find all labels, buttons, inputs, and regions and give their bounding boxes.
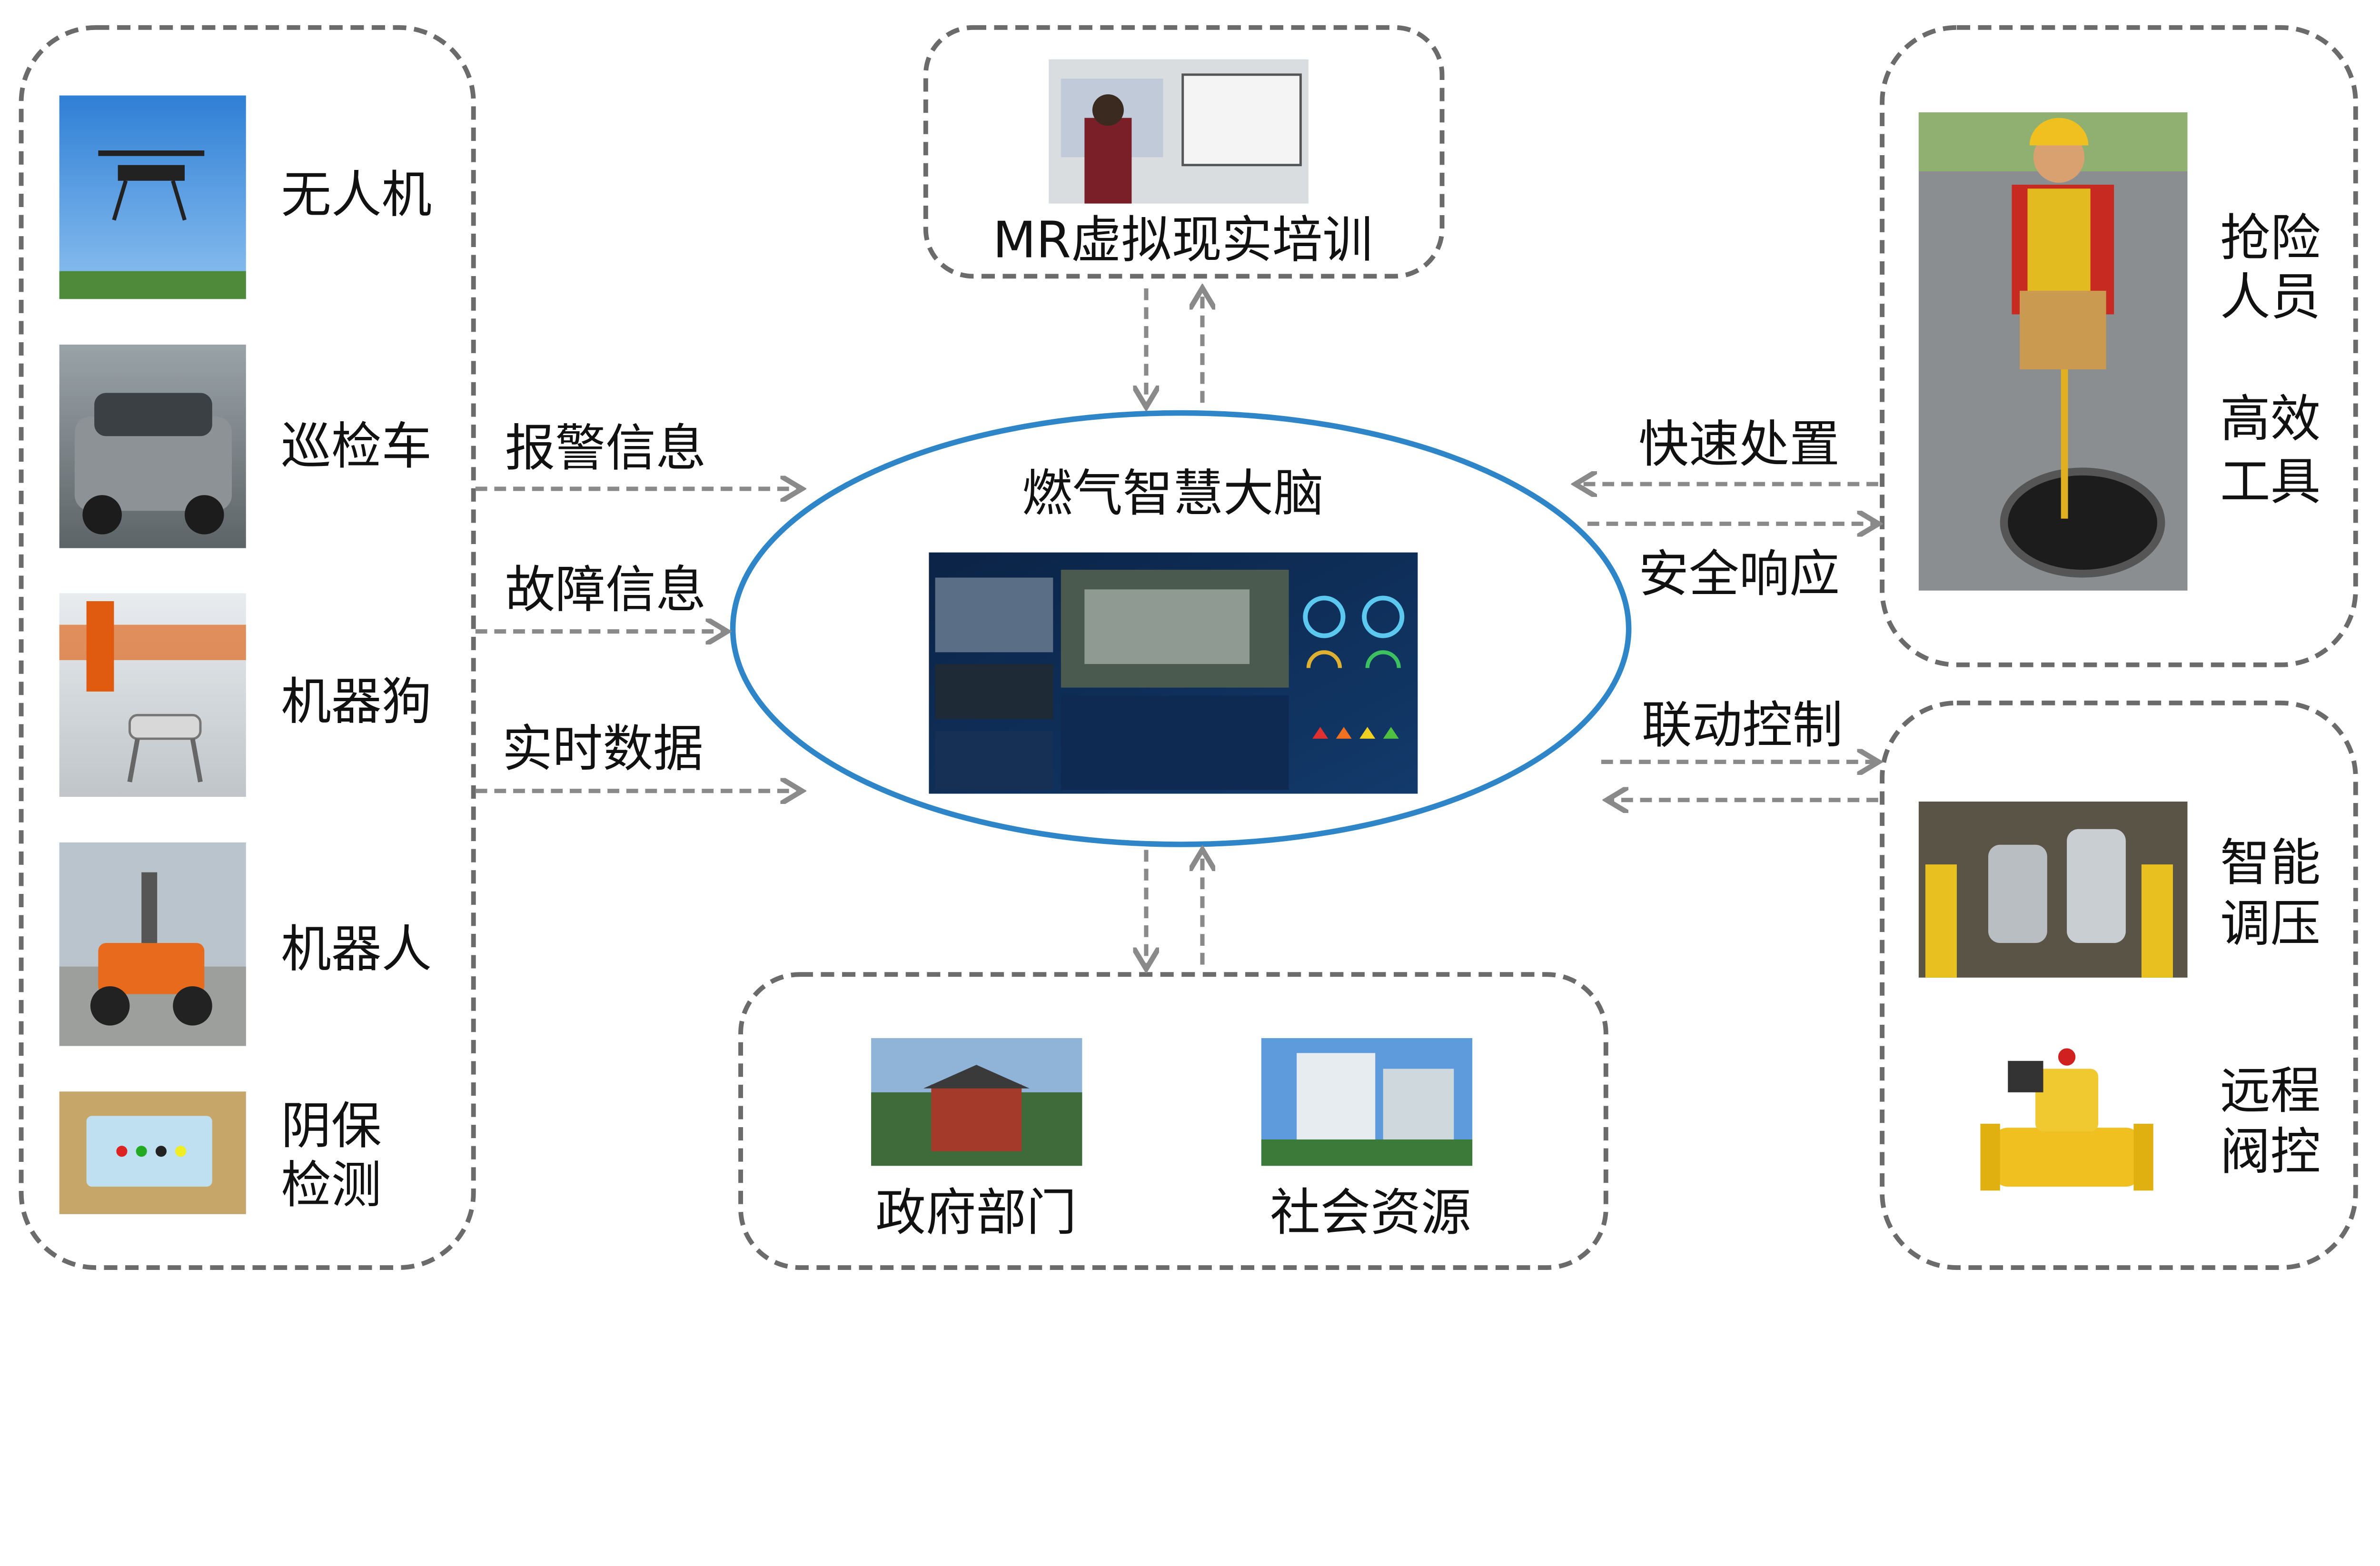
left-device-group bbox=[19, 25, 476, 1270]
device-label-drone: 无人机 bbox=[281, 166, 432, 224]
right-label-valve-2: 阀控 bbox=[2220, 1122, 2320, 1181]
robot-photo bbox=[59, 842, 246, 1046]
robot-dog-photo bbox=[59, 593, 246, 797]
flow-label-linkage-control: 联动控制 bbox=[1642, 696, 1843, 754]
device-label-cp-line1: 阴保 bbox=[281, 1097, 381, 1155]
device-label-robot: 机器人 bbox=[281, 920, 432, 979]
right-top-group bbox=[1880, 25, 2358, 667]
right-label-tool-1: 高效 bbox=[2220, 389, 2320, 448]
bottom-group bbox=[738, 972, 1608, 1270]
inspection-car-photo bbox=[59, 344, 246, 548]
cathodic-protection-box-photo bbox=[59, 1091, 246, 1214]
right-label-crew-1: 抢险 bbox=[2220, 209, 2320, 268]
center-title: 燃气智慧大脑 bbox=[1022, 464, 1324, 523]
remote-valve-photo bbox=[1980, 1048, 2153, 1191]
bottom-label-social: 社会资源 bbox=[1270, 1183, 1471, 1242]
top-training-group bbox=[923, 25, 1445, 279]
gas-smart-brain-diagram: 燃气智慧大脑 无人机 巡检车 机器狗 机器人 阴保 检测 报警信息 故障信息 实… bbox=[19, 25, 2358, 1270]
center-ellipse bbox=[730, 410, 1632, 847]
hospital-building-photo bbox=[1261, 1038, 1473, 1166]
right-label-regulate-2: 调压 bbox=[2220, 894, 2320, 953]
flow-label-fast-disposal: 快速处置 bbox=[1638, 415, 1840, 474]
right-label-tool-2: 工具 bbox=[2220, 452, 2320, 511]
government-building-photo bbox=[871, 1038, 1082, 1166]
drone-photo bbox=[59, 95, 246, 299]
device-label-robot-dog: 机器狗 bbox=[281, 673, 432, 731]
right-label-valve-1: 远程 bbox=[2220, 1061, 2320, 1120]
top-label: MR虚拟现实培训 bbox=[992, 211, 1373, 269]
flow-label-safety-response: 安全响应 bbox=[1638, 545, 1840, 603]
dashboard-screenshot bbox=[929, 552, 1418, 794]
mr-training-photo bbox=[1049, 59, 1309, 204]
pressure-regulator-photo bbox=[1918, 801, 2188, 978]
bottom-label-government: 政府部门 bbox=[875, 1183, 1077, 1242]
right-label-regulate-1: 智能 bbox=[2220, 833, 2320, 892]
device-label-car: 巡检车 bbox=[281, 417, 432, 476]
flow-label-realtime: 实时数据 bbox=[502, 720, 704, 778]
emergency-worker-photo bbox=[1918, 112, 2188, 591]
right-label-crew-2: 人员 bbox=[2220, 268, 2320, 326]
flow-label-alarm: 报警信息 bbox=[505, 419, 706, 477]
right-bottom-group bbox=[1880, 700, 2358, 1270]
device-label-cp-line2: 检测 bbox=[281, 1156, 381, 1214]
flow-label-fault: 故障信息 bbox=[505, 560, 706, 619]
